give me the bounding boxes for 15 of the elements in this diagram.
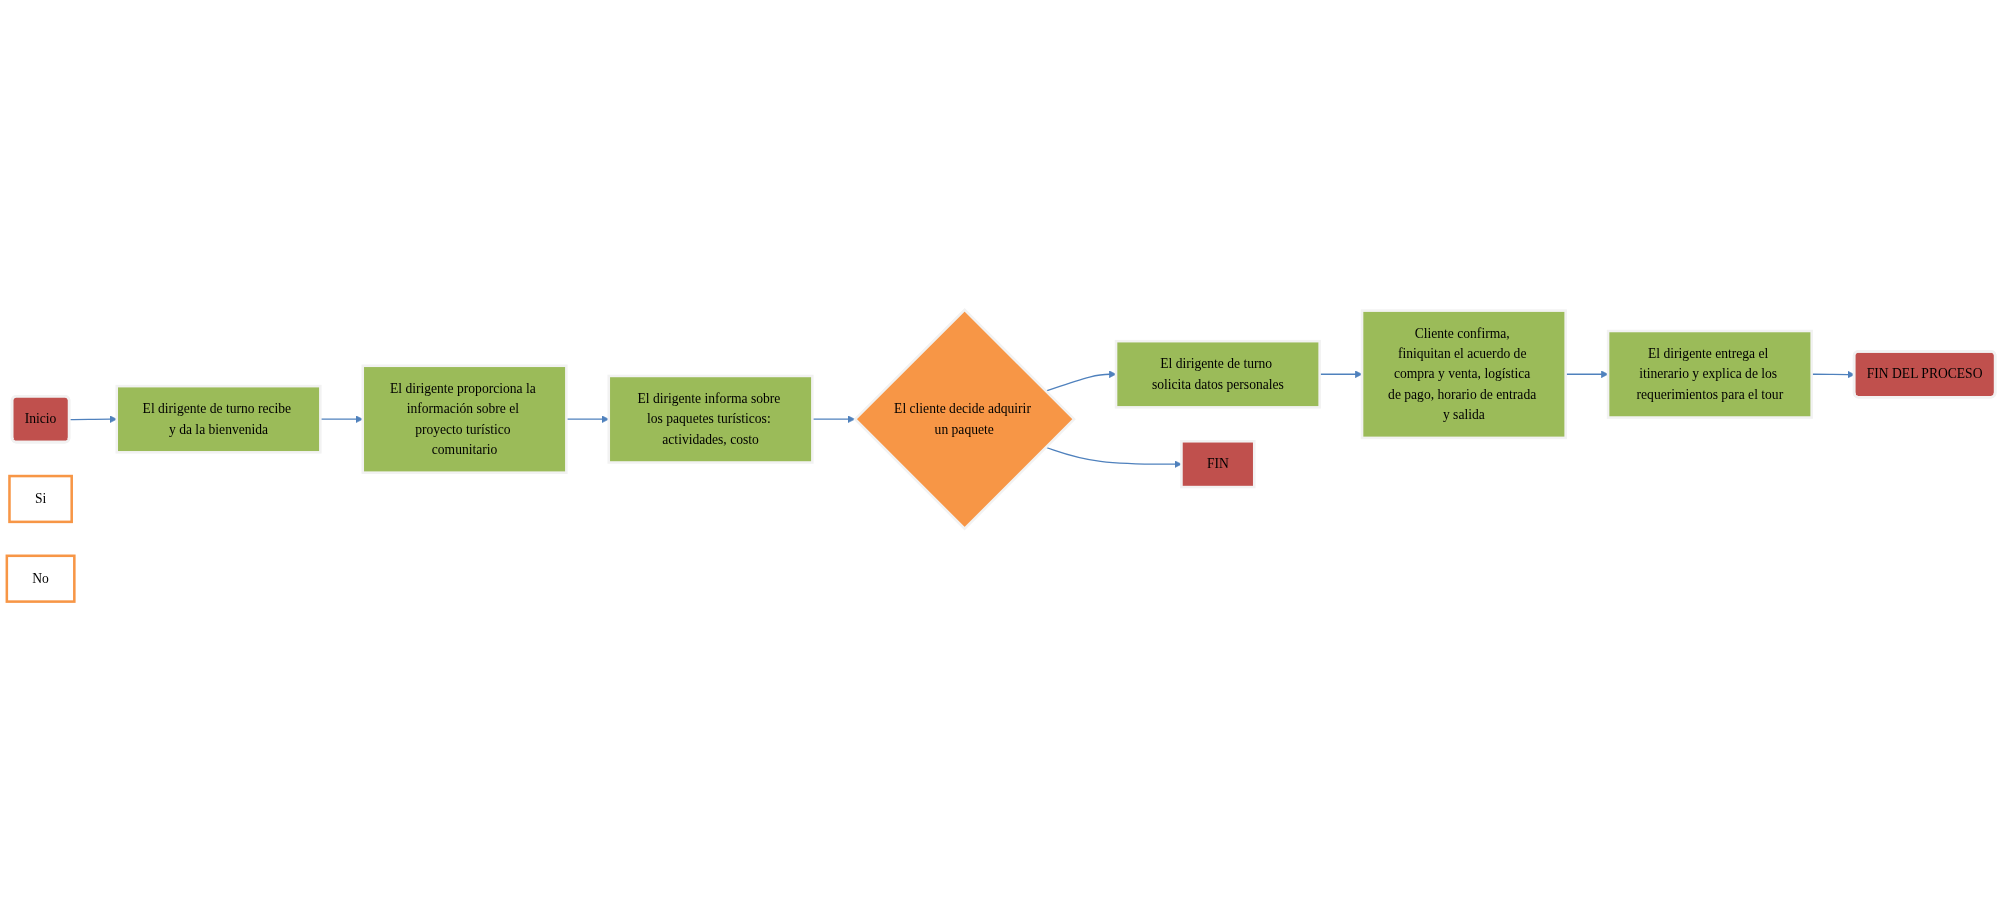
- arrow: [1811, 370, 1855, 379]
- node-box: El dirigente entrega el itinerario y explica de los requerimientos para el tour: [1606, 329, 1813, 419]
- arrow: [1319, 370, 1363, 378]
- node-box: El dirigente proporciona la información sobre el proyecto turístico comunitario: [361, 364, 568, 474]
- node-box: El dirigente de turno recibe y da la bienvenida: [115, 384, 322, 454]
- node-box: FIN: [1180, 439, 1256, 489]
- node-box: No: [5, 554, 76, 603]
- arrow: [1565, 370, 1609, 378]
- node-box: Si: [8, 474, 73, 523]
- node-box: El dirigente informa sobre los paquetes turísticos: actividades, costo: [607, 374, 814, 464]
- node-diamond: El cliente decide adquirir un paquete: [853, 307, 1076, 531]
- arrow: [1045, 446, 1182, 468]
- node-box: Cliente confirma, finiquitan el acuerdo de compra y venta, logística de pago, horario de entrada y salida: [1360, 309, 1567, 439]
- node-box: El dirigente de turno solicita datos personales: [1114, 339, 1321, 409]
- arrow: [1045, 370, 1117, 392]
